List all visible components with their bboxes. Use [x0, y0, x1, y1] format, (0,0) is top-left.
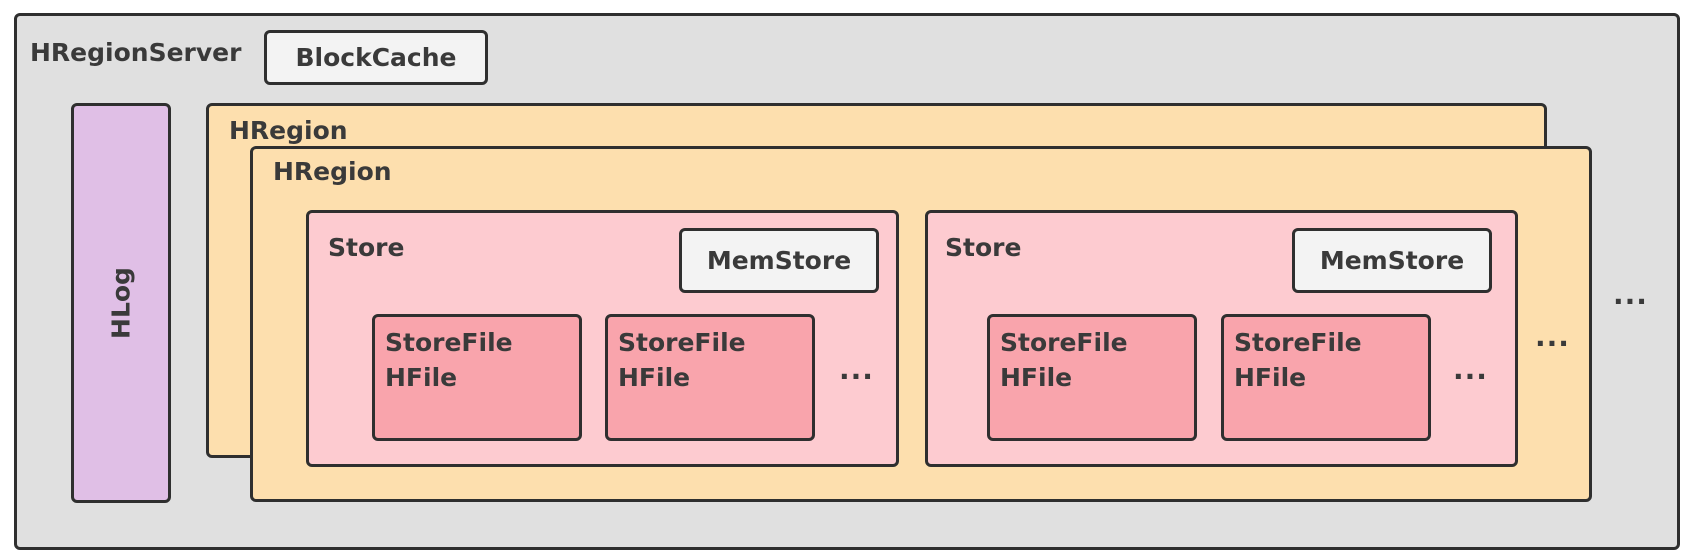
hfile-label: HFile [618, 363, 691, 392]
blockcache-label: BlockCache [295, 43, 457, 72]
hlog-box: HLog [71, 103, 171, 503]
more-storefiles-ellipsis: ... [1453, 353, 1488, 386]
store-label: Store [945, 233, 1022, 262]
blockcache-box: BlockCache [264, 30, 488, 85]
storefile-box: StoreFile HFile [605, 314, 815, 441]
store-box: Store MemStore StoreFile HFile StoreFile… [925, 210, 1518, 467]
storefile-box: StoreFile HFile [1221, 314, 1431, 441]
storefile-label: StoreFile [618, 328, 746, 357]
storefile-box: StoreFile HFile [372, 314, 582, 441]
more-stores-ellipsis: ... [1535, 320, 1570, 353]
hregion-front-label: HRegion [273, 157, 392, 186]
more-regions-ellipsis: ... [1613, 278, 1648, 311]
memstore-box: MemStore [679, 228, 879, 293]
storefile-label: StoreFile [1234, 328, 1362, 357]
hfile-label: HFile [1000, 363, 1073, 392]
more-storefiles-ellipsis: ... [839, 353, 874, 386]
storefile-label: StoreFile [1000, 328, 1128, 357]
hregion-back-label: HRegion [229, 116, 348, 145]
memstore-box: MemStore [1292, 228, 1492, 293]
memstore-label: MemStore [1319, 246, 1465, 275]
storefile-label: StoreFile [385, 328, 513, 357]
hfile-label: HFile [385, 363, 458, 392]
hfile-label: HFile [1234, 363, 1307, 392]
store-box: Store MemStore StoreFile HFile StoreFile… [306, 210, 899, 467]
memstore-label: MemStore [706, 246, 852, 275]
storefile-box: StoreFile HFile [987, 314, 1197, 441]
store-label: Store [328, 233, 405, 262]
hlog-label: HLog [106, 267, 136, 339]
hregionserver-label: HRegionServer [30, 38, 242, 67]
